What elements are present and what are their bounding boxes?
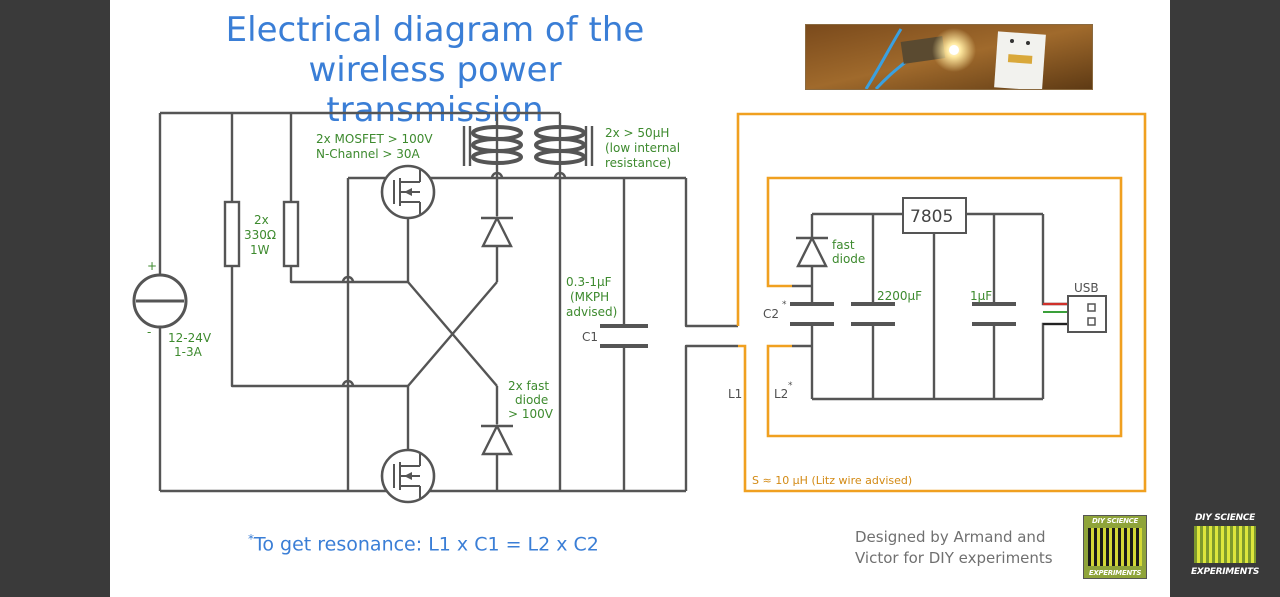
credit: Designed by Armand and Victor for DIY ex… [855, 527, 1053, 569]
c1-type: (MKPH [570, 290, 609, 304]
wire-r1 [230, 113, 408, 388]
coil-l1 [736, 112, 1147, 493]
credit-line-2: Victor for DIY experiments [855, 549, 1053, 567]
regulator-label: 7805 [910, 207, 953, 227]
diode-top [481, 215, 513, 248]
resistor-1 [223, 200, 241, 268]
footnote: *To get resonance: L1 x C1 = L2 x C2 [248, 532, 599, 555]
fast-diode-label-3: > 100V [508, 407, 554, 421]
logo-watermark-art [1194, 526, 1256, 563]
footnote-star: * [248, 532, 254, 546]
circuit-photo [805, 24, 1093, 90]
wire-cross-b [407, 281, 498, 387]
rx-wire-right [1041, 214, 1068, 399]
source-plus: + [147, 259, 157, 273]
logo-small-art [1088, 528, 1142, 566]
diy-science-logo-small: DIY SCIENCE EXPERIMENTS [1083, 515, 1147, 579]
source-voltage: 12-24V [168, 331, 212, 345]
slide: Electrical diagram of the wireless power… [110, 0, 1170, 597]
c1-note: advised) [566, 305, 617, 319]
inductor-label-1: 2x > 50µH [605, 126, 669, 140]
rx-diode [796, 235, 828, 268]
capacitor-c2 [790, 302, 834, 326]
regulator-7805 [902, 197, 967, 234]
credit-line-1: Designed by Armand and [855, 528, 1046, 546]
usb-connector [1043, 295, 1107, 333]
logo-small-bottom: EXPERIMENTS [1088, 569, 1142, 577]
wire-right [684, 178, 738, 491]
mosfet-bottom [380, 448, 436, 504]
resistor-value: 330Ω [244, 228, 276, 242]
capacitor-c1 [600, 324, 648, 348]
source-current: 1-3A [174, 345, 203, 359]
coil-l2 [766, 176, 1123, 438]
logo-watermark-top: DIY SCIENCE [1194, 513, 1256, 523]
l2-star: * [788, 381, 793, 391]
inductor-label-2: (low internal [605, 141, 680, 155]
fast-diode-label-1: 2x fast [508, 379, 549, 393]
c1-label: C1 [582, 330, 598, 344]
inductor-2 [534, 125, 594, 166]
logo-small-top: DIY SCIENCE [1092, 517, 1138, 525]
c2-star: * [782, 300, 787, 310]
rx-diode-label-1: fast [832, 238, 855, 252]
page-title: Electrical diagram of the wireless power… [205, 10, 665, 130]
fast-diode-label-2: diode [515, 393, 548, 407]
cap-2200-label: 2200µF [877, 289, 922, 303]
mosfet-label-2: N-Channel > 30A [316, 147, 421, 161]
diode-bottom [481, 423, 513, 456]
l2-label: L2 [774, 387, 788, 401]
mosfet-label-1: 2x MOSFET > 100V [316, 132, 433, 146]
inductor-1 [462, 125, 523, 166]
title-line-1: Electrical diagram of the [225, 10, 645, 50]
wire-r2 [289, 113, 408, 284]
resistor-count: 2x [254, 213, 269, 227]
resistor-power: 1W [250, 243, 270, 257]
c2-label: C2 [763, 307, 779, 321]
logo-watermark-bottom: EXPERIMENTS [1190, 567, 1260, 577]
coil-note: S ≈ 10 µH (Litz wire advised) [752, 474, 912, 487]
l1-label: L1 [728, 387, 742, 401]
mosfet-top [380, 164, 436, 220]
source-minus: - [147, 325, 151, 339]
capacitor-1u [972, 302, 1016, 326]
cap-1u-label: 1µF [970, 289, 992, 303]
footnote-text: To get resonance: L1 x C1 = L2 x C2 [254, 533, 599, 556]
usb-label: USB [1074, 281, 1099, 295]
capacitor-2200 [851, 302, 895, 326]
voltage-source [132, 273, 188, 329]
title-line-2: wireless power transmission [308, 50, 562, 130]
c1-value: 0.3-1µF [566, 275, 612, 289]
diy-science-logo-watermark: DIY SCIENCE EXPERIMENTS [1190, 513, 1260, 577]
resistor-2 [282, 200, 300, 268]
circuit-schematic: + - 12-24V 1-3A 2x 330Ω 1W 2x MOSFET > 1… [132, 111, 1147, 504]
inductor-label-3: resistance) [605, 156, 671, 170]
rx-diode-label-2: diode [832, 252, 865, 266]
